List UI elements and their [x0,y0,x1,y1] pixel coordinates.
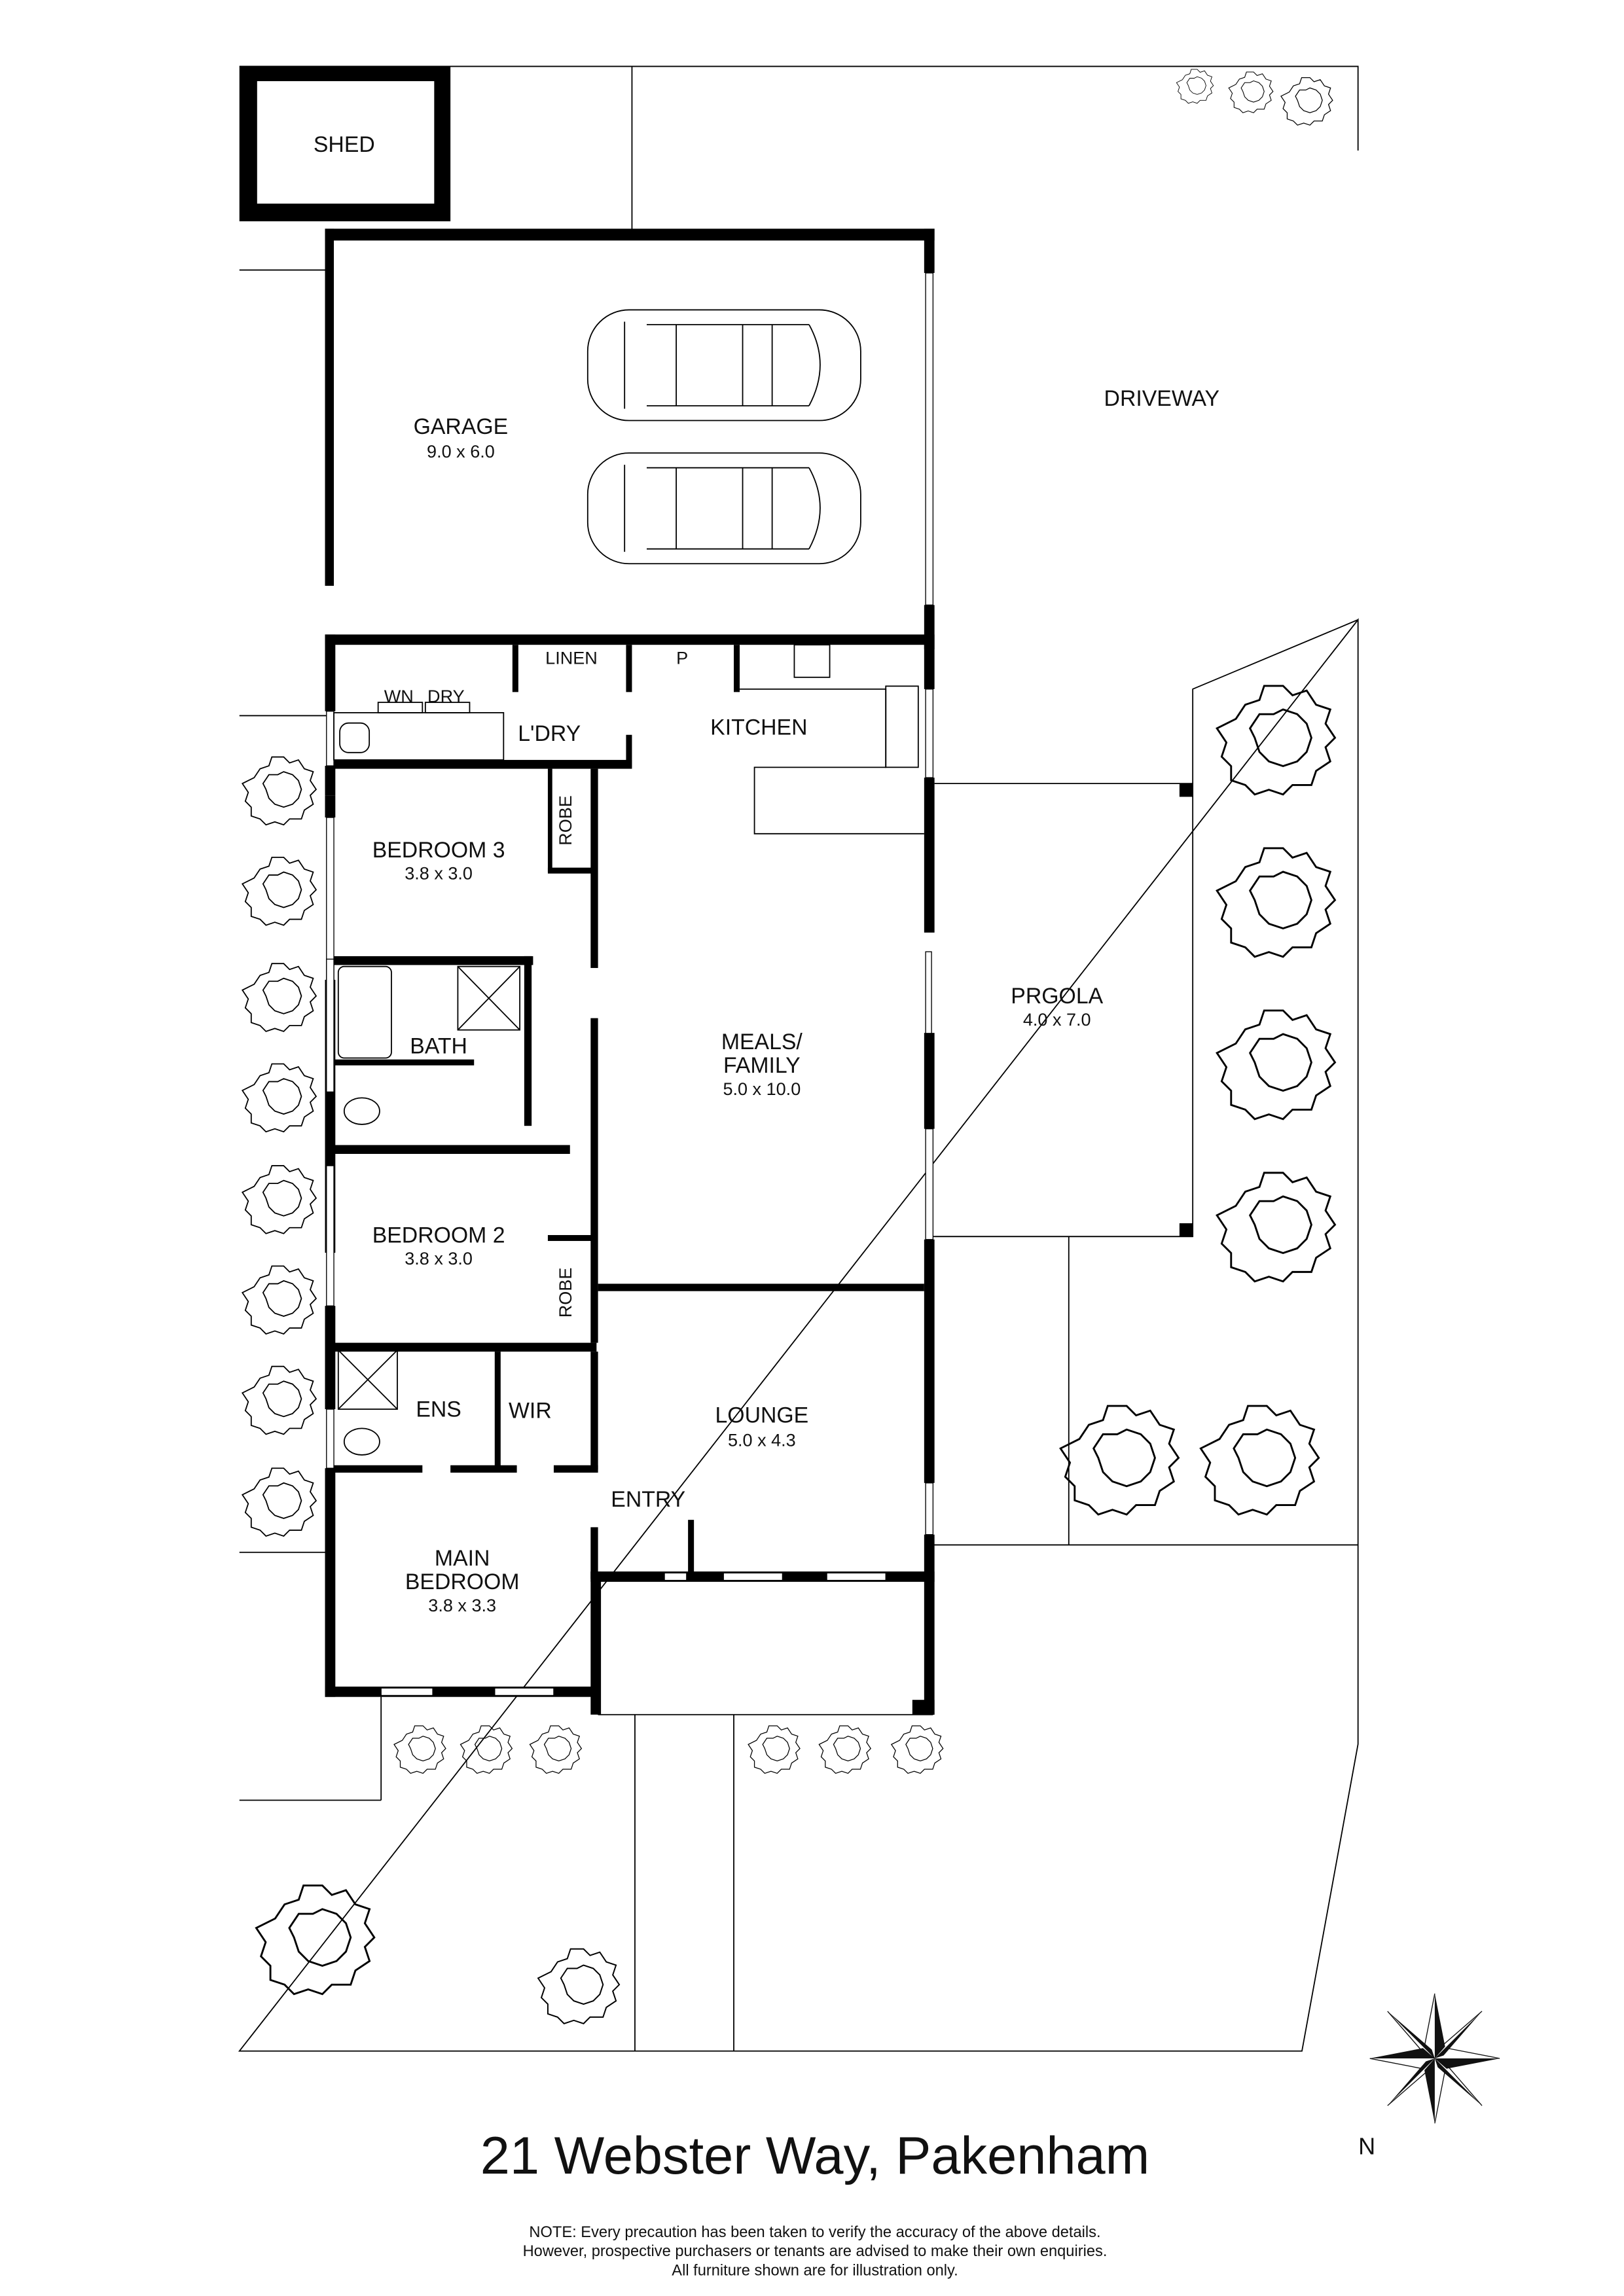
lounge-label: LOUNGE [715,1403,808,1427]
shed: SHED [239,66,451,222]
pergola: PRGOLA 4.0 x 7.0 [934,783,1194,1238]
garage-label: GARAGE [414,414,509,439]
shed-label: SHED [314,132,375,157]
bathtub-icon [337,965,392,1059]
tree-icon [537,1948,621,2024]
toilet-icon [343,1097,380,1125]
main-bedroom-dim: 3.8 x 3.3 [428,1596,496,1615]
car-icon [586,309,861,422]
tree-icon [1216,1009,1336,1121]
kitchen-label: KITCHEN [710,715,807,740]
tree-icon [242,1265,317,1335]
tree-icon [242,856,317,926]
bath-label: BATH [410,1034,467,1059]
bedroom2-dim: 3.8 x 3.0 [405,1249,473,1268]
laundry-label: L'DRY [518,721,581,746]
tree-icon [818,1725,871,1774]
tree-icon [242,756,317,826]
tree-icon [748,1725,801,1774]
tree-icon [1216,847,1336,958]
disclaimer-line: However, prospective purchasers or tenan… [523,2243,1108,2260]
car-icon [586,452,861,565]
family-label: FAMILY [723,1053,801,1078]
disclaimer-line: All furniture shown are for illustration… [672,2262,958,2279]
bedroom2-label: BEDROOM 2 [372,1223,505,1247]
main-bedroom-label: MAIN [435,1546,490,1571]
pergola-dim: 4.0 x 7.0 [1023,1010,1091,1030]
dryer-label: DRY [427,687,465,706]
main-bedroom-label-2: BEDROOM [405,1570,520,1594]
washer-label: WN [384,687,414,706]
shower-icon [337,1349,398,1410]
shower-icon [457,965,521,1031]
ensuite-label: ENS [416,1397,461,1422]
sink-icon [339,722,370,753]
tree-icon [1228,71,1274,113]
tree-icon [1199,1405,1320,1516]
tree-icon [1059,1405,1180,1516]
wir-label: WIR [509,1399,552,1424]
driveway-label: DRIVEWAY [1104,386,1220,411]
cooktop-icon [793,644,831,678]
lounge-dim: 5.0 x 4.3 [728,1430,796,1450]
toilet-icon [343,1427,380,1456]
garage-dim: 9.0 x 6.0 [427,442,495,461]
service-area: LINEN P WN DRY L'DRY KITCHEN [333,644,924,834]
pantry-label: P [676,649,688,668]
living-area: MEALS/ FAMILY 5.0 x 10.0 LOUNGE 5.0 x 4.… [715,1030,808,1450]
tree-icon [1176,69,1214,104]
tree-icon [1216,1172,1336,1283]
kitchen-sink-icon [885,685,919,768]
robe1-label: ROBE [556,795,575,846]
tree-icon [242,963,317,1032]
disclaimer-line: NOTE: Every precaution has been taken to… [529,2224,1100,2241]
meals-dim: 5.0 x 10.0 [723,1079,801,1099]
bedroom-wing: BEDROOM 3 3.8 x 3.0 ROBE BATH BEDROOM 2 … [334,768,924,1615]
tree-icon [242,1365,317,1435]
linen-label: LINEN [545,649,598,668]
tree-icon [460,1725,513,1774]
tree-icon [242,1467,317,1537]
tree-icon [1280,77,1333,126]
bedroom3-dim: 3.8 x 3.0 [405,864,473,884]
meals-label: MEALS/ [721,1030,803,1054]
address-title: 21 Webster Way, Pakenham [480,2126,1149,2185]
garage: GARAGE 9.0 x 6.0 [325,228,935,649]
tree-icon [393,1725,446,1774]
tree-icon [242,1063,317,1133]
tree-icon [242,1165,317,1234]
house-walls [325,634,935,1715]
compass-rose-icon [1369,1993,1500,2124]
bedroom3-label: BEDROOM 3 [372,838,505,863]
north-label: N [1358,2133,1375,2160]
tree-icon [891,1725,944,1774]
robe2-label: ROBE [556,1268,575,1318]
tree-icon [529,1725,582,1774]
entry-label: ENTRY [611,1487,685,1512]
pergola-label: PRGOLA [1011,984,1103,1009]
